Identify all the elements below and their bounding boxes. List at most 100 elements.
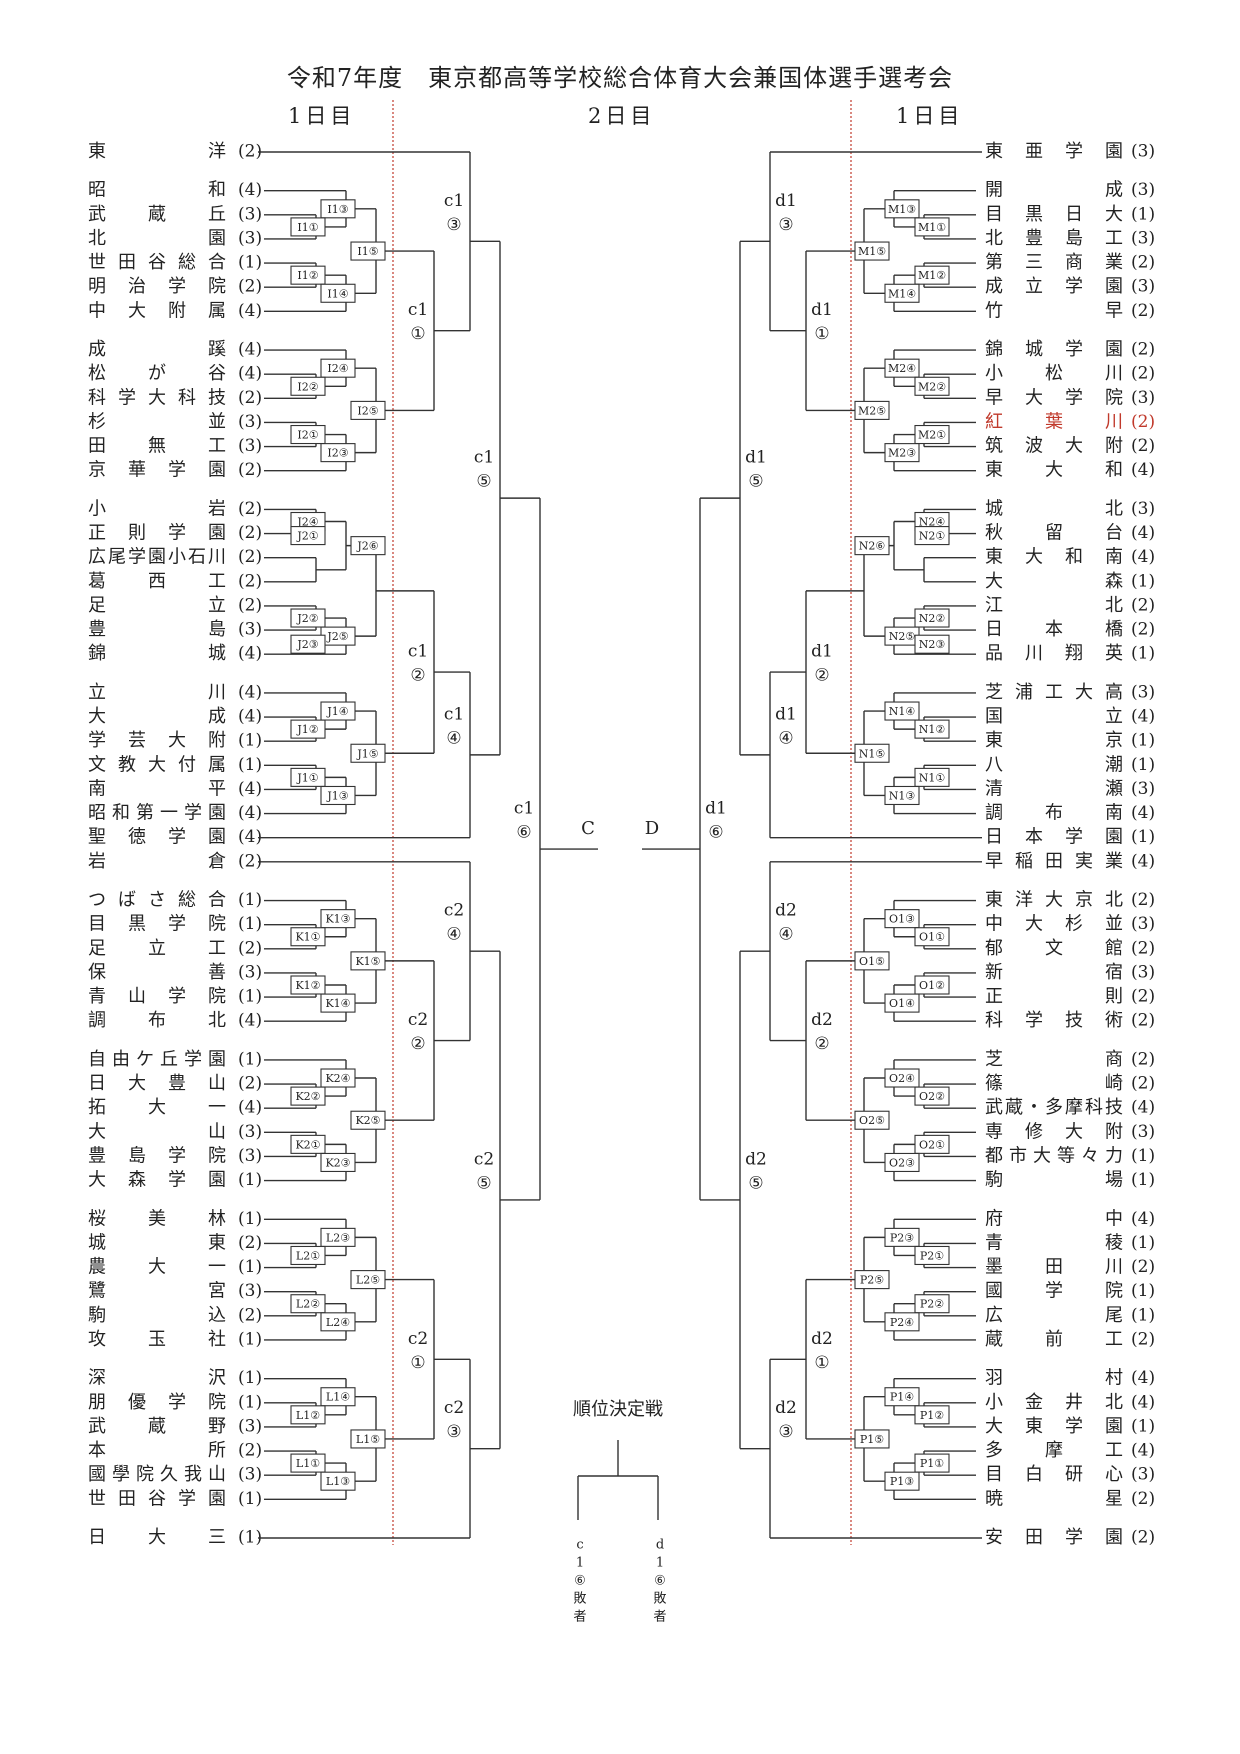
left-team-name: 大 山 xyxy=(88,1121,228,1142)
consolation-title: 順位決定戦 xyxy=(573,1399,663,1420)
left-team-name: 駒 込 xyxy=(88,1305,228,1326)
left-team-seed: (4) xyxy=(238,364,262,384)
match-code: J2④ xyxy=(296,516,318,529)
quarter-num: ② xyxy=(814,666,829,686)
match-code: K1⑤ xyxy=(355,955,380,968)
right-team-seed: (1) xyxy=(1131,755,1155,775)
match-code-box xyxy=(884,1068,920,1088)
match-code: J1① xyxy=(296,771,318,784)
right-team-seed: (1) xyxy=(1131,1281,1155,1301)
match-code: L1③ xyxy=(326,1475,350,1488)
right-team-name: 府 中 xyxy=(985,1208,1125,1229)
match-code: J1③ xyxy=(326,789,348,802)
round-label-pool: d2 xyxy=(775,901,797,921)
quarter-pool: c2 xyxy=(408,1010,428,1030)
final-label-num: ⑥ xyxy=(708,823,723,843)
left-team-seed: (1) xyxy=(238,731,262,751)
right-team-seed: (2) xyxy=(1131,1329,1155,1349)
match-code-box xyxy=(350,536,386,556)
match-code-box xyxy=(854,743,890,763)
left-team-seed: (4) xyxy=(238,707,262,727)
right-team-name: 暁 星 xyxy=(985,1488,1125,1509)
right-team-seed: (2) xyxy=(1131,620,1155,640)
left-team-seed: (2) xyxy=(238,388,262,408)
match-code-box xyxy=(290,975,326,995)
right-team-name: 国 立 xyxy=(985,706,1125,727)
match-code: L2④ xyxy=(326,1316,350,1329)
right-team-name: 早稲田実業 xyxy=(985,851,1125,872)
match-code: O2④ xyxy=(889,1072,915,1085)
match-code-box xyxy=(884,283,920,303)
match-code-box xyxy=(884,1152,920,1173)
match-code: I1② xyxy=(297,269,318,282)
right-team-name: 中大杉並 xyxy=(985,914,1125,935)
right-team-name: 紅 葉 川 xyxy=(985,411,1125,432)
match-code: N1③ xyxy=(889,789,916,802)
match-code-box xyxy=(854,951,890,971)
consolation-left-char: c xyxy=(576,1538,583,1553)
right-team-name: 東 大 和 xyxy=(985,460,1125,481)
left-team-name: 武 蔵 丘 xyxy=(88,204,228,225)
right-team-seed: (1) xyxy=(1131,1170,1155,1190)
match-code-box xyxy=(884,199,920,219)
right-team-seed: (3) xyxy=(1131,499,1155,519)
quarter-pool: d2 xyxy=(811,1010,833,1030)
round-label-num: ③ xyxy=(446,215,461,235)
match-code: M1① xyxy=(918,221,946,234)
right-team-name: 都市大等々力 xyxy=(985,1145,1125,1166)
match-code-box xyxy=(884,993,920,1013)
left-team-seed: (1) xyxy=(238,755,262,775)
match-code: J1② xyxy=(296,723,318,736)
match-code: O2③ xyxy=(889,1156,915,1169)
left-team-name: 東 洋 xyxy=(88,141,228,162)
match-code: I1③ xyxy=(327,203,348,216)
right-team-seed: (4) xyxy=(1131,1098,1155,1118)
match-code: P2④ xyxy=(890,1316,914,1329)
match-code: J2⑤ xyxy=(326,630,348,643)
match-code: O1① xyxy=(919,931,945,944)
right-team-name: 目黒日大 xyxy=(985,204,1125,225)
left-team-seed: (2) xyxy=(238,595,262,615)
match-code: I2② xyxy=(297,380,318,393)
match-code-box xyxy=(320,701,356,721)
left-team-name: 豊島学院 xyxy=(88,1145,228,1166)
round-label-num: ④ xyxy=(446,925,461,945)
right-team-name: 安田学園 xyxy=(985,1527,1125,1548)
left-team-name: 國學院久我山 xyxy=(88,1464,228,1485)
match-code: P2⑤ xyxy=(860,1274,884,1287)
right-team-seed: (1) xyxy=(1131,1146,1155,1166)
right-team-seed: (3) xyxy=(1131,142,1155,162)
right-team-seed: (3) xyxy=(1131,1465,1155,1485)
left-team-name: 拓 大 一 xyxy=(88,1097,228,1118)
right-team-seed: (3) xyxy=(1131,388,1155,408)
match-code-box xyxy=(290,1453,326,1473)
left-team-seed: (2) xyxy=(238,1233,262,1253)
right-team-name: 大東学園 xyxy=(985,1416,1125,1437)
right-team-name: 正 則 xyxy=(985,986,1125,1007)
left-team-name: 小 岩 xyxy=(88,498,228,519)
right-team-name: 錦城学園 xyxy=(985,339,1125,360)
match-code-box xyxy=(914,719,950,739)
right-team-seed: (2) xyxy=(1131,1011,1155,1031)
match-code-box xyxy=(854,1110,890,1130)
left-team-name: 目黒学院 xyxy=(88,914,228,935)
right-team-name: 芝浦工大高 xyxy=(985,682,1125,703)
match-code-box xyxy=(290,1405,326,1425)
match-code: O1② xyxy=(919,979,945,992)
right-team-seed: (2) xyxy=(1131,595,1155,615)
right-team-name: 駒 場 xyxy=(985,1170,1125,1191)
quarter-num: ② xyxy=(814,1034,829,1054)
match-code-box xyxy=(914,217,950,237)
left-team-name: 中大附属 xyxy=(88,300,228,321)
left-team-seed: (3) xyxy=(238,1416,262,1436)
left-team-name: 桜 美 林 xyxy=(88,1208,228,1229)
left-team-seed: (4) xyxy=(238,682,262,702)
left-team-name: 松 が 谷 xyxy=(88,363,228,384)
left-team-name: 足 立 xyxy=(88,595,228,616)
right-team-name: 品川翔英 xyxy=(985,643,1125,664)
right-team-seed: (3) xyxy=(1131,277,1155,297)
match-code: K2⑤ xyxy=(355,1114,380,1127)
left-team-seed: (1) xyxy=(238,1368,262,1388)
match-code: M2① xyxy=(918,429,946,442)
match-code: O2② xyxy=(919,1090,945,1103)
